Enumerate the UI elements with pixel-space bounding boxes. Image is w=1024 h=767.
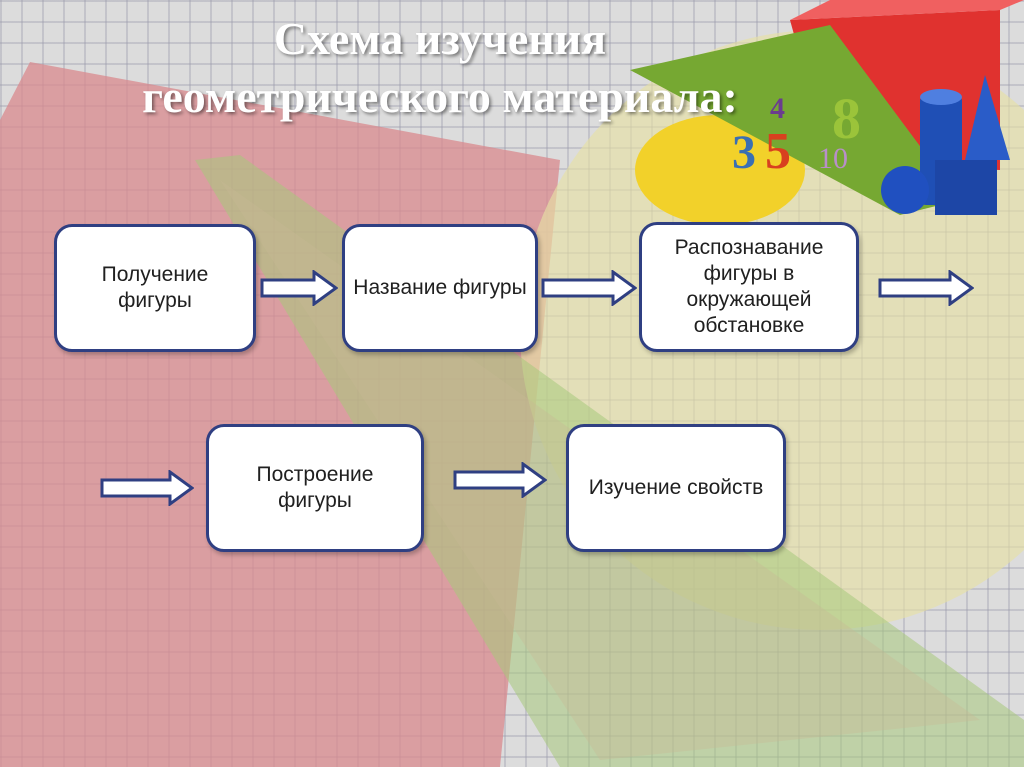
green-bar-shape [630,25,960,215]
step-box-studying-properties: Изучение свойств [566,424,786,552]
arrow-right-icon [541,270,637,306]
decor-digit-3: 3 [732,126,756,179]
decor-digit-8: 8 [832,86,861,151]
title-line-2: геометрического материала: [142,71,738,122]
step-label: Построение фигуры [256,463,374,512]
step-box-naming-figure: Название фигуры [342,224,538,352]
decor-digit-5: 5 [765,123,791,180]
arrow-right-icon [100,470,194,506]
page-title: Схема изучения геометрического материала… [60,10,820,126]
arrow-right-icon [260,270,338,306]
blue-sphere-shape [881,166,929,214]
arrow-right-icon [453,462,547,498]
step-label: Изучение свойств [588,476,764,499]
red-prism-side-shape [790,0,1024,20]
step-box-recognizing-figure: Распознавание фигуры в окружающей обстан… [639,222,859,352]
yellow-ellipse-shape [635,115,805,225]
decor-digit-4: 4 [770,92,785,125]
step-label: Распознавание фигуры в окружающей обстан… [674,236,824,337]
decor-digit-10: 10 [818,142,848,175]
arrow-right-icon [878,270,974,306]
step-label: Название фигуры [353,276,527,299]
blue-cube-shape [935,160,997,215]
step-label: Получение фигуры [101,263,209,312]
blue-cylinder-top-shape [920,89,962,105]
blue-pyramid-shape [965,75,1010,160]
title-line-1: Схема изучения [273,13,607,64]
step-box-building-figure: Построение фигуры [206,424,424,552]
step-box-getting-figure: Получение фигуры [54,224,256,352]
